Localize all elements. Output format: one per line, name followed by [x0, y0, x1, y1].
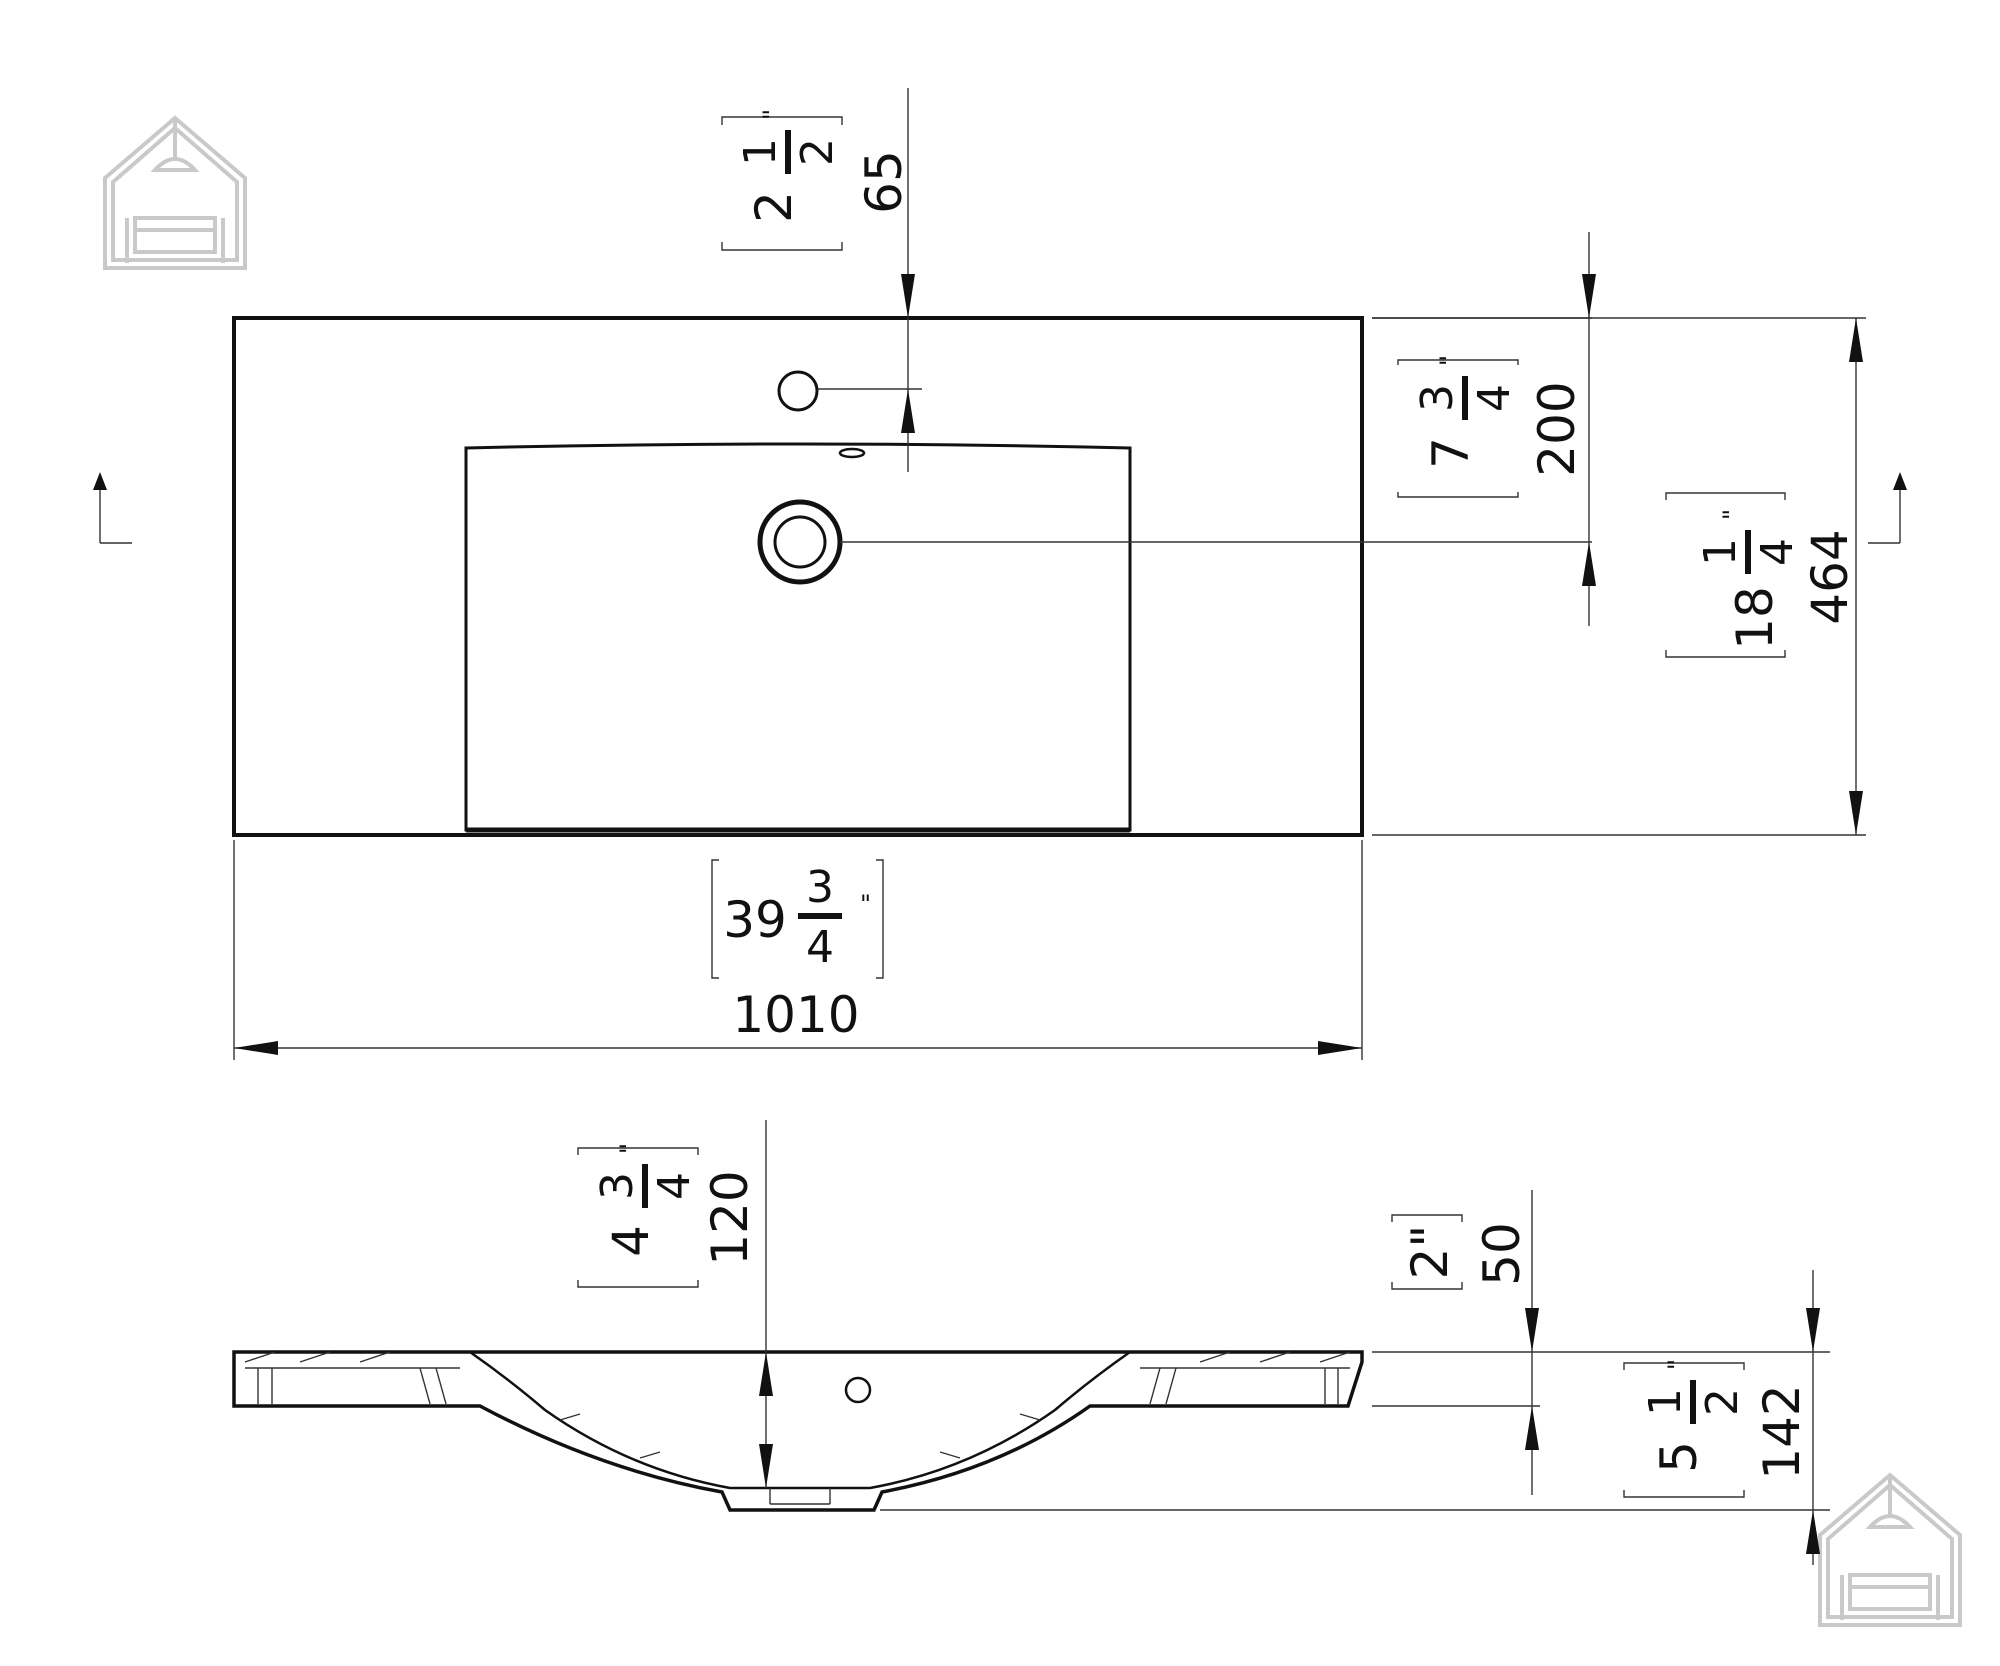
drain-inches-numerator: 3 — [1412, 384, 1463, 412]
depth-mm: 464 — [1801, 529, 1859, 624]
dimension-tap-hole-offset: 2 1 2 " 65 — [721, 88, 915, 472]
height-inches-denominator: 2 — [1697, 1388, 1748, 1416]
bowl-inches-numerator: 3 — [592, 1172, 643, 1200]
drain-inches-mark: " — [1435, 355, 1463, 366]
width-inches-whole: 39 — [723, 891, 787, 949]
section-arrow-icon — [93, 472, 132, 544]
depth-inches-whole: 18 — [1726, 586, 1784, 650]
drain-inches-denominator: 4 — [1469, 384, 1520, 412]
depth-inches-denominator: 4 — [1752, 538, 1803, 566]
tap-inches-whole: 2 — [745, 191, 803, 223]
section-arrow-icon — [1868, 472, 1907, 544]
bowl-inches-denominator: 4 — [649, 1172, 700, 1200]
height-inches-mark: " — [1663, 1359, 1691, 1370]
house-logo-icon — [103, 115, 247, 270]
dimension-overall-width: 39 3 4 " 1010 — [233, 840, 1363, 1060]
house-logo-icon — [1818, 1472, 1962, 1627]
tap-hole — [777, 370, 819, 412]
dimension-bowl-depth: 4 3 4 " 120 — [577, 1120, 773, 1488]
width-mm: 1010 — [732, 986, 859, 1044]
bowl-inches-mark: " — [615, 1143, 643, 1154]
bowl-mm: 120 — [701, 1170, 759, 1265]
bowl-inches-whole: 4 — [602, 1225, 660, 1257]
tap-inches-denominator: 2 — [792, 138, 843, 166]
depth-inches-numerator: 1 — [1695, 538, 1746, 566]
overflow-slot — [838, 447, 866, 459]
drain-inches-whole: 7 — [1422, 437, 1480, 469]
height-inches-whole: 5 — [1650, 1441, 1708, 1473]
height-mm: 142 — [1753, 1384, 1811, 1479]
drain-inner — [773, 515, 827, 569]
rim-inches: 2" — [1401, 1225, 1459, 1280]
width-inches-mark: " — [860, 890, 871, 918]
width-inches-denominator: 4 — [806, 922, 834, 973]
depth-inches-mark: " — [1718, 509, 1746, 520]
drain-mm: 200 — [1528, 381, 1586, 476]
dimension-rim-thickness: 2" 50 — [1372, 1190, 1830, 1495]
dimension-total-height: 5 1 2 " 142 — [880, 1270, 1830, 1565]
drain-outer — [757, 499, 843, 585]
width-inches-numerator: 3 — [806, 862, 834, 913]
dimension-drain-offset: 7 3 4 " 200 — [1372, 232, 1596, 626]
tap-mm: 65 — [855, 150, 913, 214]
basin-top-view — [232, 316, 1592, 837]
tap-inches-numerator: 1 — [735, 138, 786, 166]
dimension-overall-depth: 18 1 4 " 464 — [1372, 317, 1866, 836]
basin-section-view — [232, 1350, 1364, 1512]
height-inches-numerator: 1 — [1640, 1388, 1691, 1416]
tap-inches-mark: " — [758, 109, 786, 120]
rim-mm: 50 — [1473, 1222, 1531, 1286]
